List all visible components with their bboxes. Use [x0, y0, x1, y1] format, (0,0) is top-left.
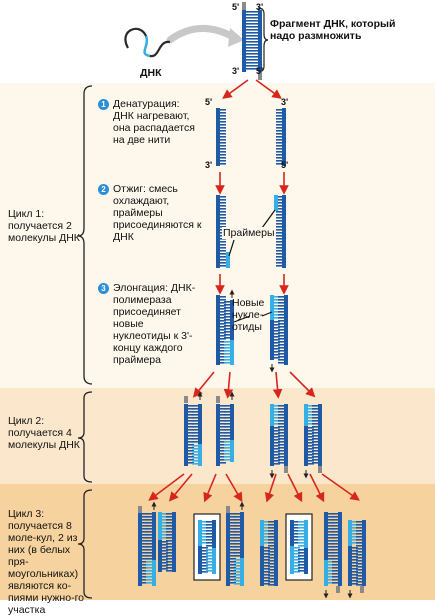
- cycle3-mol2-left: [158, 512, 168, 572]
- step3-template-right: [278, 295, 288, 365]
- step1-end-3-right: 3': [281, 97, 289, 107]
- nucleotides-label: Новые нукле-отиды: [232, 297, 265, 333]
- step2-number: 2: [98, 184, 109, 195]
- cycle2-mol3-right: [278, 404, 288, 466]
- arrow-to-cycle3-4: [225, 473, 243, 503]
- end-bottom-left: 3': [232, 66, 240, 76]
- arrow-to-cycle2-3: [272, 371, 283, 399]
- primer-pointer: [261, 209, 276, 229]
- strand-tail: [284, 466, 288, 473]
- cycle3-mol6-left: [290, 520, 300, 574]
- step2-strand-left: [216, 195, 226, 268]
- cycle3-mol4-right: [234, 512, 244, 586]
- fragment-tail: [242, 2, 246, 10]
- cycle3-label: Цикл 3: получается 8 моле-кул, 2 из них …: [8, 508, 85, 616]
- strand-tail: [184, 396, 188, 403]
- cycle1-bracket: [77, 85, 93, 385]
- cycle2-mol2-right: [224, 404, 234, 462]
- cycle2-mol1-left: [184, 404, 194, 466]
- cycle3-mol8-left: [348, 520, 358, 586]
- strand-tail: [226, 506, 230, 513]
- cycle3-bracket: [77, 489, 93, 599]
- pcr-diagram: [77, 2, 366, 599]
- dna-label: ДНК: [140, 67, 162, 79]
- arrow-to-cycle2-2: [223, 371, 234, 399]
- fragment-strand-left: [242, 10, 252, 72]
- cycle3-mol2-right: [166, 512, 176, 572]
- arrow-to-cycle3-8: [321, 473, 360, 501]
- arrow-to-cycle3-3: [203, 473, 217, 503]
- cycle2-mol2-left: [216, 404, 226, 466]
- fragment-label: Фрагмент ДНК, который надо размножить: [270, 18, 396, 42]
- step2-text: Отжиг: смесь охлаждают, праймеры присоед…: [113, 183, 202, 243]
- arrow-to-cycle3-1: [148, 473, 185, 501]
- step1-end-3-left: 3': [205, 160, 213, 170]
- arrow-to-cycle3-2: [168, 473, 193, 502]
- strand-tail: [138, 506, 142, 513]
- step1-text: Денатурация: ДНК нагревают, она распадае…: [113, 98, 195, 146]
- step3-number: 3: [98, 283, 109, 294]
- arrow-to-step1-left: [222, 79, 249, 99]
- step3-new-right: [270, 295, 280, 360]
- cycle3-mol1-left: [138, 512, 148, 586]
- strand-tail: [216, 396, 220, 403]
- cycle2-mol4-left: [304, 404, 314, 466]
- primers-label: Праймеры: [222, 227, 276, 239]
- cycle3-mol5-right: [268, 520, 278, 586]
- cycle3-mol7-right: [332, 512, 342, 586]
- cycle1-label: Цикл 1: получается 2 молекулы ДНК: [8, 208, 80, 244]
- strand-tail: [336, 586, 340, 593]
- nucleotide-pointer: [261, 311, 273, 317]
- strand-tail: [318, 466, 322, 473]
- arrow-to-cycle3-7: [309, 473, 325, 503]
- step1-strand-right: [276, 108, 286, 166]
- arrow-to-step1-right: [255, 79, 282, 99]
- cycle3-mol1-right: [146, 512, 156, 586]
- primer-left: [226, 252, 230, 268]
- cycle2-mol3-left: [270, 404, 280, 466]
- cycle2-mol4-right: [312, 404, 322, 466]
- strand-tail: [360, 586, 364, 593]
- step3-text: Элонгация: ДНК-полимераза присоединяет н…: [113, 282, 196, 366]
- end-top-right: 3': [256, 2, 264, 12]
- end-bottom-right: 5': [256, 66, 264, 76]
- fragment-tail: [258, 72, 262, 80]
- cycle2-bracket: [77, 391, 93, 483]
- dna-coil-icon: [124, 27, 171, 58]
- cycle3-mol4-left: [226, 512, 236, 586]
- arrow-to-cycle3-6: [287, 473, 303, 503]
- primer-pointer: [228, 239, 235, 257]
- cycle3-mol7-left: [324, 512, 334, 586]
- cycle3-mol3-left: [198, 520, 208, 574]
- cycle3-mol8-right: [356, 520, 366, 586]
- step3-template-left: [216, 295, 226, 365]
- step2-strand-right: [276, 195, 286, 268]
- cycle2-label: Цикл 2: получается 4 молекулы ДНК: [8, 415, 80, 451]
- step1-end-5-right: 5': [281, 160, 289, 170]
- primer-right: [274, 195, 278, 211]
- step1-strand-left: [216, 108, 226, 166]
- arrow-to-cycle2-1: [192, 371, 215, 398]
- nucleotide-pointer: [233, 315, 251, 323]
- fragment-strand-right: [252, 10, 262, 72]
- cycle3-mol6-right: [298, 520, 308, 574]
- step1-number: 1: [98, 99, 109, 110]
- step1-end-5-left: 5': [205, 97, 213, 107]
- step3-new-left: [224, 300, 234, 365]
- arrow-to-cycle3-5: [264, 473, 277, 503]
- transfer-arrow: [166, 25, 239, 44]
- arrow-to-cycle2-4: [289, 371, 316, 398]
- cycle3-mol5-left: [260, 520, 270, 586]
- cycle2-mol1-right: [192, 404, 202, 466]
- fragment-bracket: [257, 7, 269, 73]
- cycle3-mol3-right: [206, 520, 216, 574]
- end-top-left: 5': [232, 2, 240, 12]
